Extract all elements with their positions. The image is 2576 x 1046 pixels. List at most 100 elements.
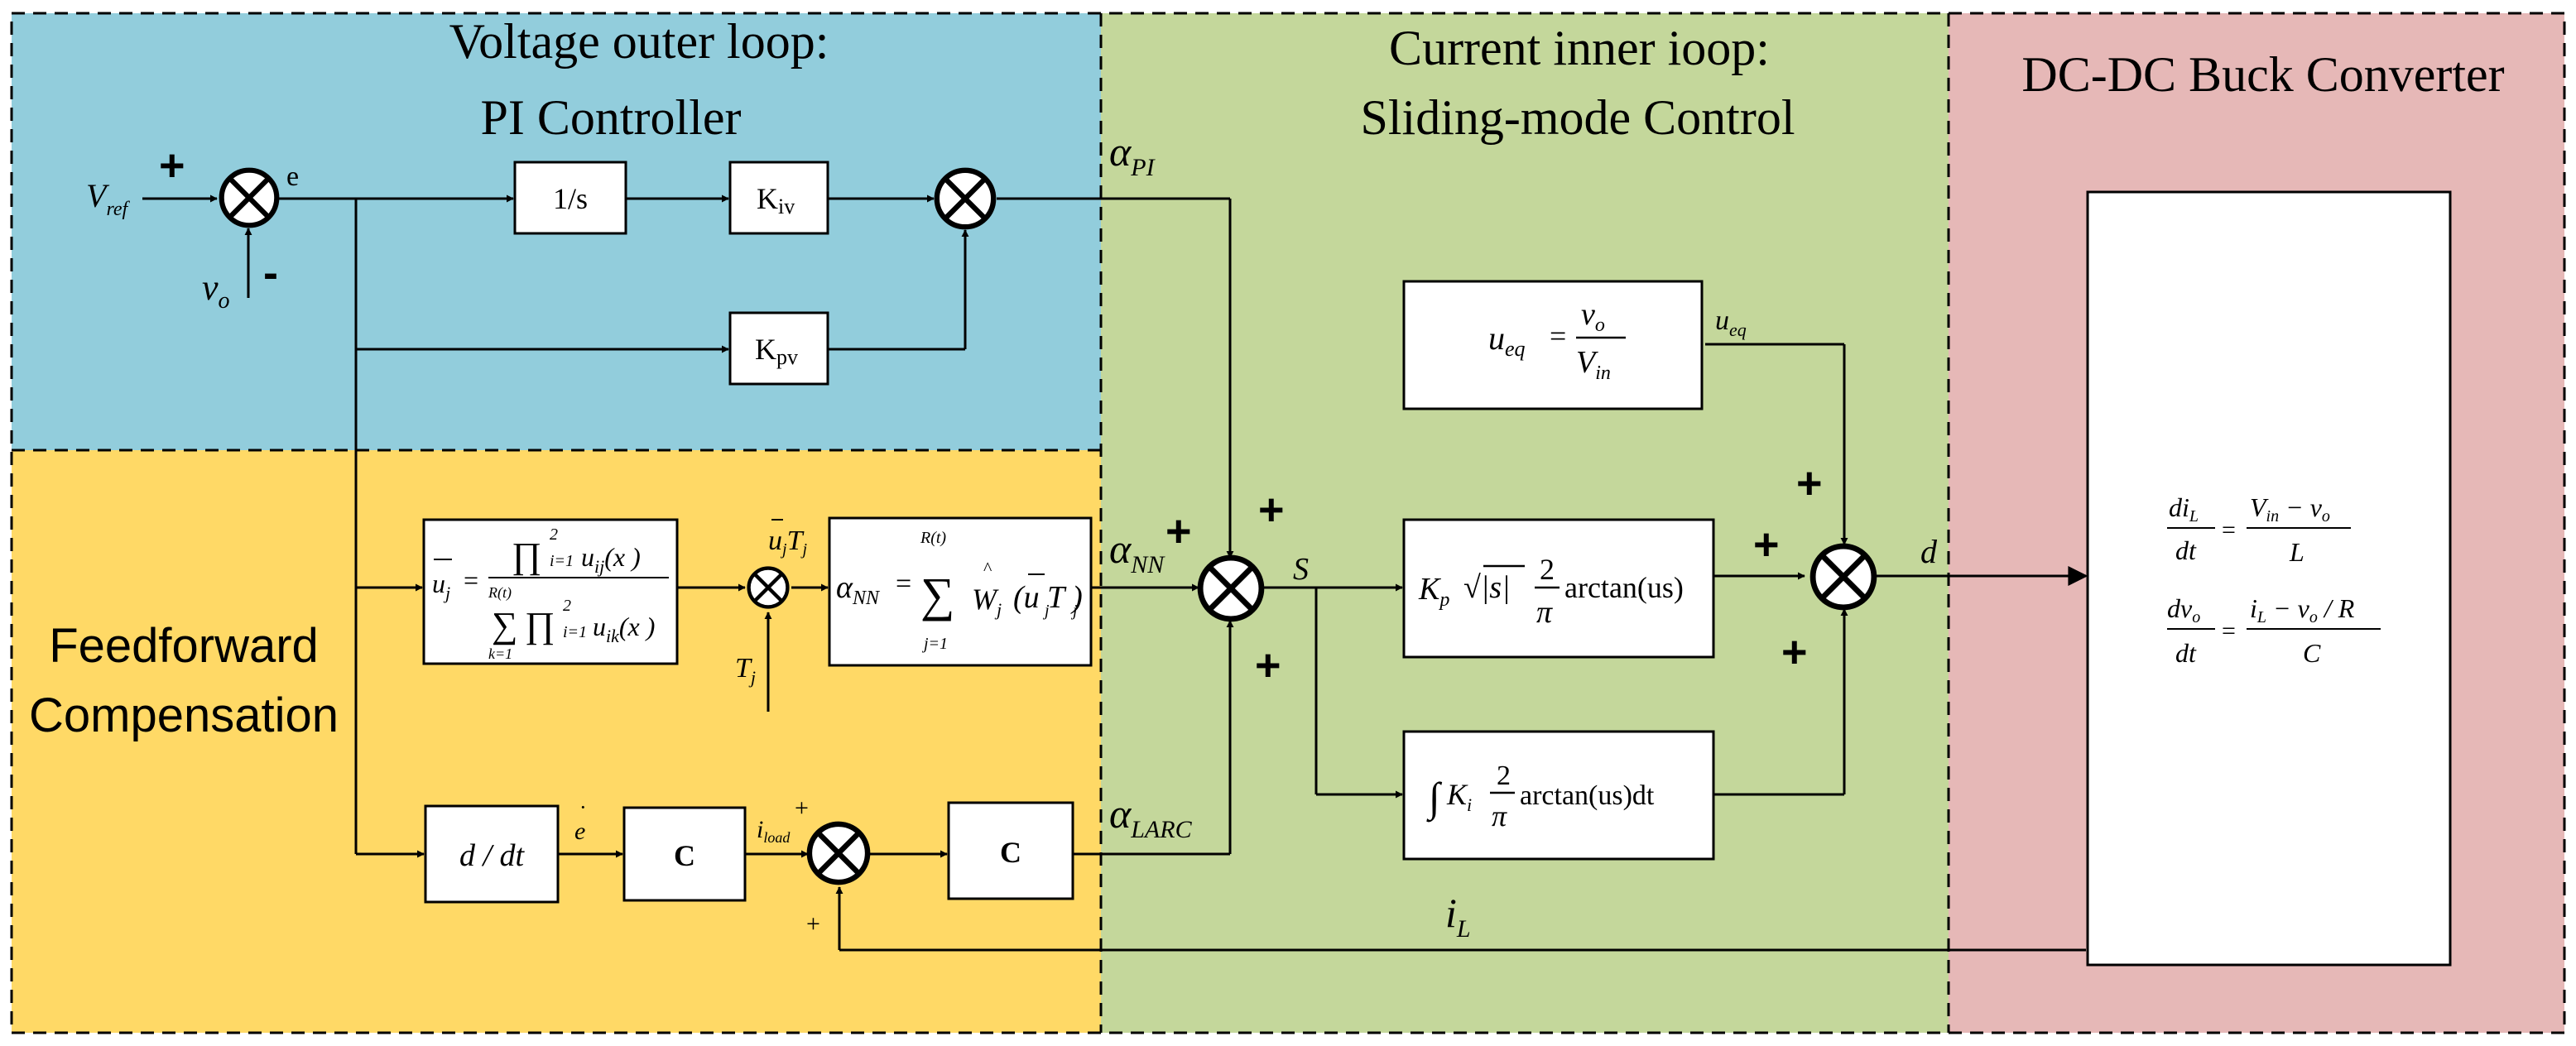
- alpha-nn-sub: NN: [1130, 551, 1165, 578]
- ueq-block-eq: =: [1550, 319, 1566, 353]
- smc-int-two: 2: [1497, 761, 1511, 791]
- smc-integral-block: ∫ Ki 2 π arctan(us)dt: [1402, 730, 1715, 861]
- smc-kp-sub: p: [1438, 589, 1449, 611]
- membership-num-lower: i=1: [550, 552, 574, 570]
- buck-eq2-il-sub: L: [2256, 608, 2266, 626]
- svg-text:diL: diL: [2169, 492, 2199, 525]
- kiv-block: Kiv: [728, 161, 829, 235]
- il-sub: L: [1456, 915, 1471, 943]
- il-label: i: [1445, 890, 1457, 936]
- svg-text:ueq: ueq: [1488, 319, 1526, 361]
- kpv-label: K: [755, 333, 776, 366]
- integrator-block: 1/s: [513, 161, 627, 235]
- alpha-pi-label: α: [1109, 128, 1132, 175]
- membership-num-arg: (x ): [604, 542, 641, 572]
- membership-eq: =: [464, 565, 478, 595]
- svg-text:Vin − vo: Vin − vo: [2250, 492, 2330, 525]
- iload-sub: load: [763, 829, 791, 846]
- membership-den-term: u: [593, 612, 606, 641]
- ueq-block-lhs-sub: eq: [1505, 337, 1526, 361]
- edot-label: e: [574, 818, 585, 845]
- nn-arg: (u T ): [1013, 580, 1083, 615]
- smc-proportional-block: Kp √|s| 2 π arctan(us): [1402, 518, 1715, 659]
- svg-text:Wj: Wj: [972, 583, 1002, 620]
- buck-eq2-il: i: [2250, 593, 2257, 623]
- d-label: d: [1920, 533, 1938, 570]
- svg-text:uij(x ): uij(x ): [581, 542, 641, 577]
- membership-den-pupper: 2: [563, 597, 571, 615]
- smc-pi: π: [1536, 595, 1553, 630]
- vref-plus: +: [159, 141, 185, 190]
- membership-num-prod: ∏: [512, 535, 541, 576]
- svg-text:Vin: Vin: [1576, 345, 1611, 384]
- buck-eq2-eq: =: [2222, 617, 2236, 645]
- ujtj-j: j: [780, 540, 787, 559]
- current-loop-title-2: Sliding-mode Control: [1361, 90, 1795, 145]
- buck-eq1-vin-sub: in: [2266, 507, 2280, 525]
- signal-lines: [142, 194, 2088, 952]
- svg-text:Vref: Vref: [86, 177, 131, 220]
- region-borders: [10, 12, 2566, 1034]
- error-label: e: [286, 161, 299, 192]
- nn-lhs: α: [836, 570, 853, 605]
- svg-text:vo: vo: [1581, 297, 1605, 336]
- larc-plus-bottom: +: [806, 910, 820, 938]
- smc-ki: K: [1446, 778, 1468, 811]
- sum-junction-larc: [810, 824, 867, 882]
- vo-label: v: [202, 267, 219, 308]
- current-loop-title-1: Current inner ioop:: [1389, 21, 1770, 75]
- svg-text:iload: iload: [757, 816, 791, 846]
- kpv-block: Kpv: [728, 311, 829, 386]
- svg-text:ueq: ueq: [1715, 305, 1747, 340]
- svg-text:iL: iL: [1445, 890, 1471, 943]
- c-block-2: C: [947, 801, 1074, 900]
- feedforward-title-1: Feedforward: [49, 619, 319, 673]
- buck-eq2-vo: − v: [2266, 593, 2310, 623]
- vref-sub: ref: [106, 199, 130, 220]
- ueq-label: u: [1715, 305, 1729, 336]
- svg-text:1/s: 1/s: [553, 182, 588, 215]
- sum-junction-error: [222, 170, 277, 226]
- smc-arctan-dt: arctan(us)dt: [1520, 780, 1655, 811]
- tj-label: T: [735, 653, 752, 684]
- svg-text:Tj: Tj: [735, 653, 756, 688]
- buck-eq2-num-sub: o: [2192, 608, 2200, 626]
- smc-sqrt: √|s|: [1463, 570, 1511, 605]
- nn-arg-sub-1: j: [1042, 602, 1050, 620]
- svg-text:Kp: Kp: [1418, 572, 1449, 611]
- ujtj-u: u: [768, 525, 782, 556]
- smc-arctan: arctan(us): [1564, 571, 1684, 604]
- svg-text:iL − vo / R: iL − vo / R: [2250, 593, 2355, 626]
- sum-out-plus-bottom: +: [1781, 627, 1808, 677]
- ueq-block-num: v: [1581, 297, 1595, 332]
- larc-plus-top: +: [795, 794, 809, 822]
- alpha-nn-label: α: [1109, 525, 1132, 572]
- c-block-2-label: C: [1000, 836, 1021, 869]
- smc-int-pi: π: [1492, 799, 1507, 832]
- sum-out-plus-top: +: [1796, 458, 1823, 508]
- tj-sub: j: [748, 667, 756, 688]
- buck-title: DC-DC Buck Converter: [2021, 47, 2504, 102]
- vo-minus: -: [263, 248, 278, 298]
- alpha-larc-sub: LARC: [1130, 816, 1192, 843]
- smc-two: 2: [1540, 553, 1555, 586]
- derivative-label: d / dt: [459, 838, 526, 873]
- nn-upper: R(t): [920, 529, 946, 547]
- vref-label: V: [86, 177, 110, 214]
- membership-num-upper: 2: [550, 525, 558, 544]
- svg-text:vo: vo: [202, 267, 230, 314]
- c-block-1: C: [622, 806, 747, 902]
- nn-sum: ∑: [920, 568, 954, 621]
- membership-lhs: u: [432, 569, 445, 598]
- membership-den-plower: i=1: [563, 623, 587, 641]
- kiv-subscript: iv: [778, 194, 795, 218]
- nn-w-sub: j: [994, 599, 1002, 620]
- membership-lhs-sub: j: [443, 583, 450, 603]
- nn-block: αNN = R(t) ∑ j=1 ^ Wj (u T ) j j: [828, 516, 1093, 667]
- svg-text:αNN: αNN: [836, 570, 881, 609]
- membership-num-term: u: [581, 542, 594, 572]
- ujtj-j2: j: [800, 540, 807, 559]
- sum-main-plus-bottom: +: [1255, 641, 1281, 690]
- s-label: S: [1293, 552, 1309, 587]
